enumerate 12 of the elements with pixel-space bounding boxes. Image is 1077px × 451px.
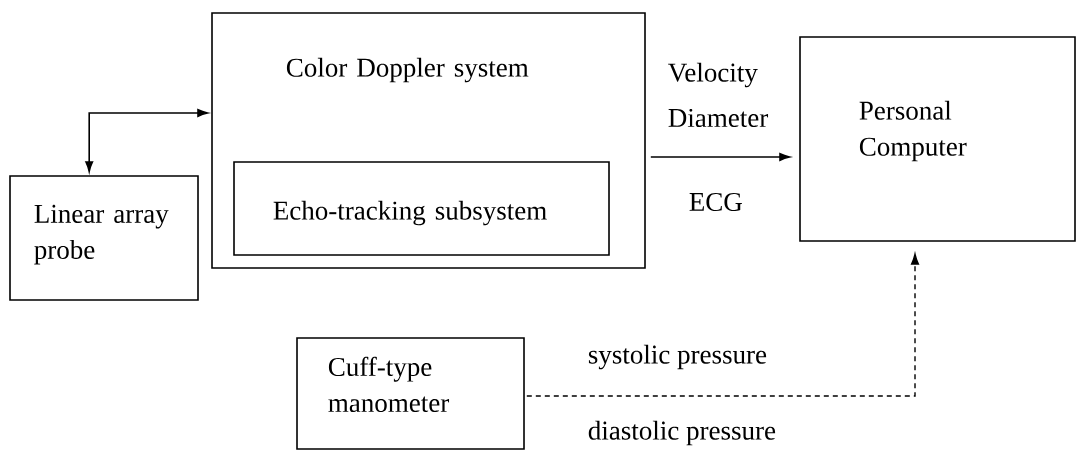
signal-label: Diameter (668, 108, 769, 128)
signal-label: diastolic pressure (588, 420, 776, 446)
probe-box: Linear array probe (9, 175, 199, 301)
arrow (85, 109, 209, 173)
signal-label: systolic pressure (588, 344, 767, 370)
subsystem-box: Echo-tracking subsystem (233, 161, 610, 256)
arrow (526, 253, 920, 397)
signal-label: Velocity (668, 62, 758, 88)
manometer-box: Cuff-type manometer (296, 337, 525, 450)
signal-label: ECG (689, 192, 742, 212)
computer-box: Personal Computer (799, 36, 1076, 242)
arrow (650, 153, 791, 161)
